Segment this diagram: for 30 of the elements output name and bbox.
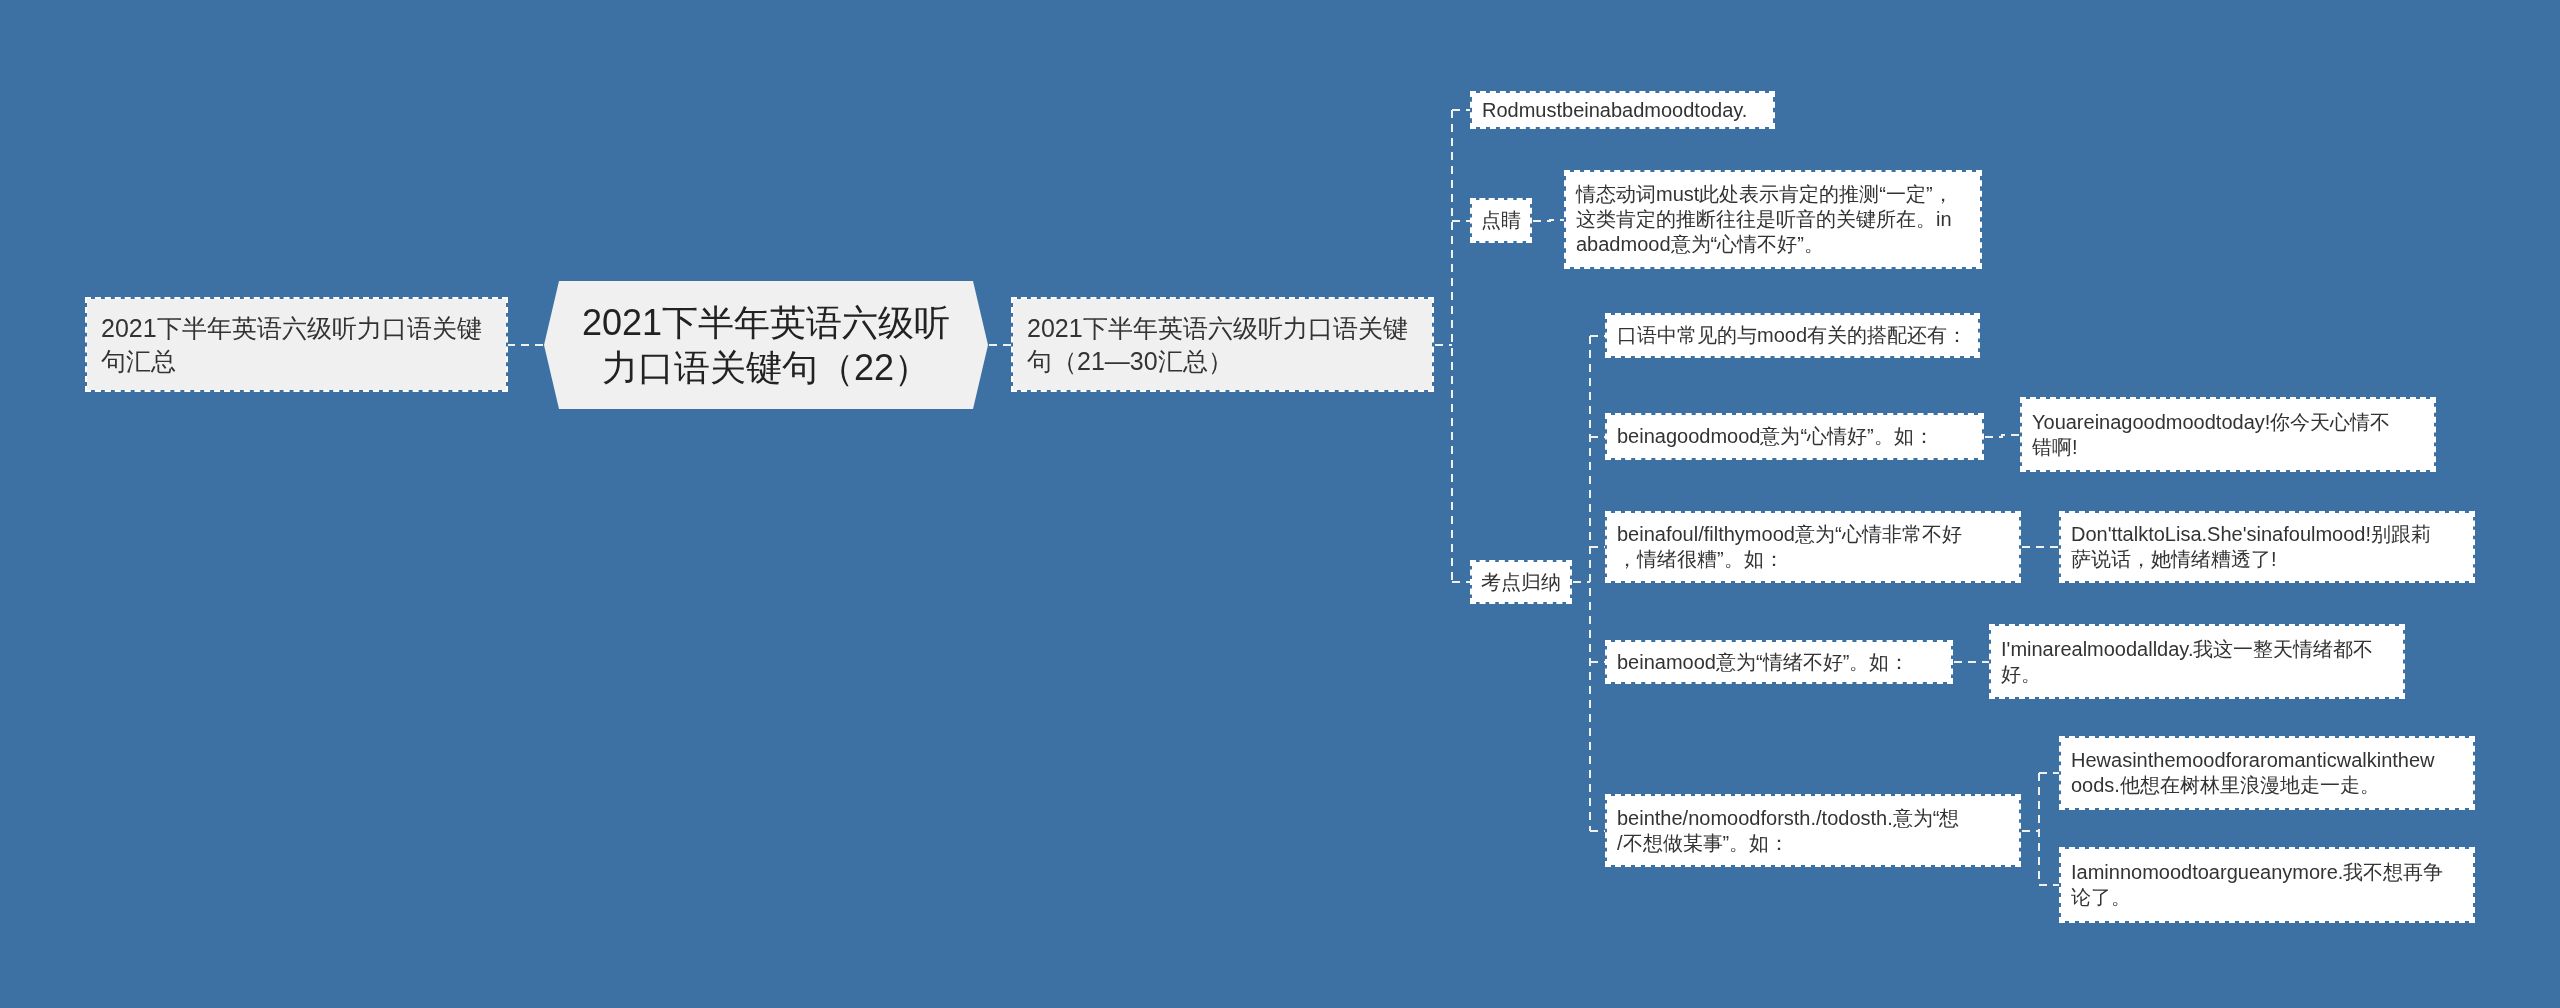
subtopic-box: Hewasinthemoodforaromanticwalkinthewoods.他想在树林里浪漫地走一走。	[2059, 736, 2475, 810]
central-topic-hexagon: 2021下半年英语六级听力口语关键句（22）	[544, 281, 988, 409]
subtopic-box: beinthe/nomoodforsth./todosth.意为“想/不想做某事”。如：	[1605, 794, 2021, 867]
connector-line	[2021, 546, 2060, 548]
connector-line	[1434, 109, 1453, 583]
connector-line	[507, 344, 544, 346]
subtopic-box: Iaminnomoodtoargueanymore.我不想再争论了。	[2059, 847, 2475, 923]
connector-line	[1984, 434, 2021, 438]
connector-line	[1572, 335, 1591, 832]
subtopic-box: beinafoul/filthymood意为“心情非常不好，情绪很糟”。如：	[1605, 511, 2021, 583]
subtopic-box: 考点归纳	[1470, 560, 1572, 604]
subtopic-box: beinagoodmood意为“心情好”。如：	[1605, 413, 1984, 460]
connector-line	[1532, 219, 1565, 222]
connector-line	[1953, 661, 1990, 663]
connector-line	[1451, 109, 1471, 111]
connector-line	[988, 344, 1012, 346]
subtopic-box: 口语中常见的与mood有关的搭配还有：	[1605, 313, 1980, 358]
topic-box: 2021下半年英语六级听力口语关键句（21—30汇总）	[1011, 297, 1434, 392]
topic-box: 2021下半年英语六级听力口语关键句汇总	[85, 297, 508, 392]
connector-line	[2038, 772, 2060, 774]
subtopic-box: Rodmustbeinabadmoodtoday.	[1470, 91, 1775, 129]
subtopic-box: I'minarealmoodallday.我这一整天情绪都不好。	[1989, 624, 2405, 699]
subtopic-box: Don'ttalktoLisa.She'sinafoulmood!别跟莉萨说话，她情绪糟透了!	[2059, 511, 2475, 583]
connector-line	[2038, 884, 2060, 886]
subtopic-box: 点睛	[1470, 198, 1532, 243]
subtopic-box: Youareinagoodmoodtoday!你今天心情不错啊!	[2020, 397, 2436, 472]
subtopic-box: beinamood意为“情绪不好”。如：	[1605, 640, 1953, 684]
connector-line	[1451, 581, 1471, 583]
connector-line	[1451, 220, 1471, 222]
subtopic-box: 情态动词must此处表示肯定的推测“一定”，这类肯定的推断往往是听音的关键所在。inabadmood意为“心情不好”。	[1564, 170, 1982, 269]
